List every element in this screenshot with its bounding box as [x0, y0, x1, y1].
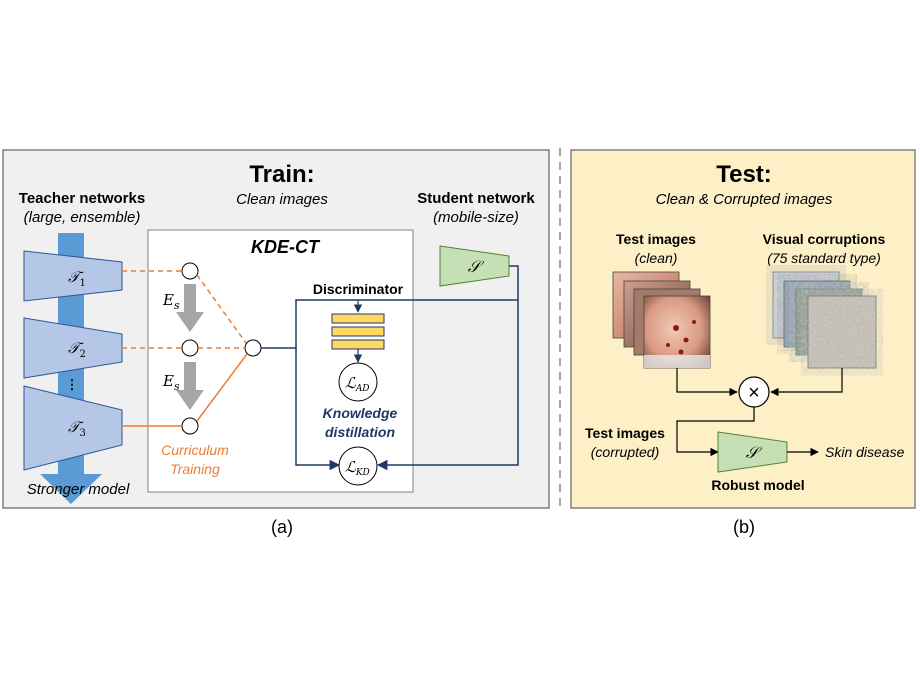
es-arrow-1	[176, 284, 204, 332]
caption-b: (b)	[733, 517, 755, 537]
merge-to-kd-line	[261, 299, 386, 349]
es-label-1: Es	[162, 291, 180, 312]
teacher-ellipsis: ⋮	[66, 377, 79, 392]
curriculum-label-line1: Curriculum	[161, 442, 229, 458]
es-label-2: Es	[162, 372, 180, 393]
knowledge-distillation-line1: Knowledge	[323, 405, 398, 421]
output-label: Skin disease	[825, 444, 905, 460]
stronger-model-label: Stronger model	[27, 481, 130, 498]
teacher-subtitle: (large, ensemble)	[24, 209, 141, 226]
es-arrow-2	[176, 362, 204, 410]
merge-to-kd-loss-line	[295, 348, 341, 471]
corrupt-to-multiply	[770, 368, 843, 397]
test-images-corrupted-sub: (corrupted)	[591, 444, 659, 460]
node1-to-merge	[196, 274, 247, 344]
student-subtitle: (mobile-size)	[433, 209, 519, 226]
discriminator-layer-1	[331, 313, 385, 324]
teacher-network-1	[23, 250, 123, 302]
train-subtitle: Clean images	[236, 191, 328, 208]
node-2	[181, 339, 199, 357]
caption-a: (a)	[271, 517, 293, 537]
node-merge	[244, 339, 262, 357]
clean-to-multiply	[676, 368, 738, 397]
discriminator-label: Discriminator	[313, 281, 404, 297]
node-1	[181, 262, 199, 280]
loss-ad-label: ℒAD	[345, 374, 370, 394]
node3-to-merge	[196, 353, 248, 422]
test-images-sub: (clean)	[635, 250, 678, 266]
robust-model-label: Robust model	[711, 477, 804, 493]
curriculum-label-line2: Training	[170, 461, 220, 477]
kde-ct-title: KDE-CT	[251, 237, 321, 257]
node-3	[181, 417, 199, 435]
test-subtitle: Clean & Corrupted images	[656, 191, 833, 208]
discriminator-layer-3	[331, 339, 385, 350]
teacher-network-3	[23, 385, 123, 471]
test-title: Test:	[716, 161, 772, 188]
loss-ad-circle	[338, 362, 378, 402]
test-images-title: Test images	[616, 231, 696, 247]
teacher-network-2	[23, 317, 123, 379]
loss-kd-label: ℒKD	[345, 458, 370, 478]
test-images-corrupted-title: Test images	[585, 425, 665, 441]
train-title: Train:	[249, 161, 314, 188]
train-panel: Train: Clean images Teacher networks (la…	[2, 149, 550, 537]
clean-image-stack	[612, 271, 711, 369]
knowledge-distillation-line2: distillation	[325, 424, 395, 440]
corruption-image-stack	[772, 271, 877, 369]
student-to-kd-line	[376, 300, 519, 471]
corruptions-sub: (75 standard type)	[767, 250, 881, 266]
test-panel: Test: Clean & Corrupted images Test imag…	[570, 149, 916, 537]
multiply-to-student	[676, 407, 755, 457]
corruptions-title: Visual corruptions	[763, 231, 886, 247]
discriminator-layer-2	[331, 326, 385, 337]
student-to-disc-line	[386, 265, 519, 301]
teacher-title: Teacher networks	[19, 190, 145, 207]
student-network	[439, 245, 510, 287]
robust-student-network	[717, 431, 788, 473]
student-title: Student network	[417, 190, 535, 207]
multiply-symbol: ×	[748, 382, 760, 404]
